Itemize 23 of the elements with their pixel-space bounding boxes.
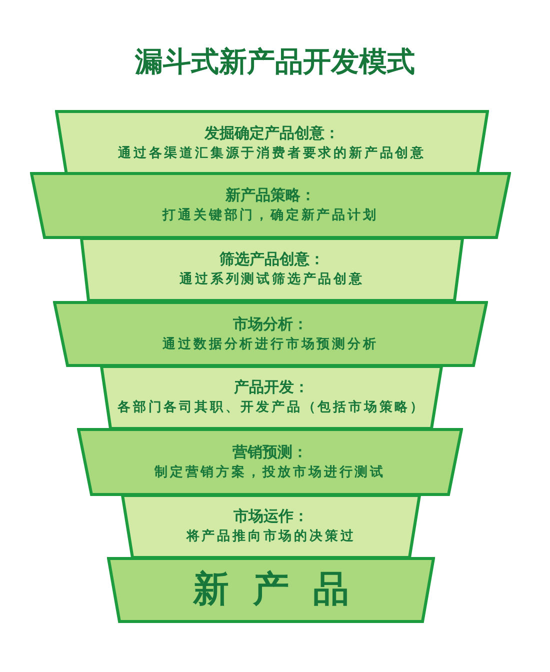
- stage-description: 通过各渠道汇集源于消费者要求的新产品创意: [118, 144, 426, 162]
- stage-heading: 营销预测：: [232, 442, 308, 462]
- diagram-title: 漏斗式新产品开发模式: [135, 44, 415, 80]
- funnel-stage: [107, 557, 435, 623]
- funnel-stage: [80, 237, 464, 302]
- stage-heading: 新产品策略：: [226, 186, 316, 205]
- stage-description: 打通关键部门，确定新产品计划: [162, 207, 378, 225]
- stage-description: 各部门各司其职、开发产品（包括市场策略）: [118, 399, 426, 417]
- stage-heading: 市场分析：: [233, 314, 308, 334]
- funnel-stage: [53, 301, 488, 367]
- stage-title: 新产品: [193, 569, 373, 611]
- stage-description: 将产品推向市场的决策过: [186, 528, 356, 546]
- stage-description: 制定营销方案，投放市场进行测试: [154, 464, 386, 482]
- stage-heading: 筛选产品创意：: [220, 250, 324, 269]
- funnel-stage: [121, 494, 421, 559]
- funnel-stage: [77, 428, 463, 496]
- funnel-stage: [30, 172, 511, 239]
- stage-heading: 发掘确定产品创意：: [204, 124, 340, 142]
- stage-heading: 市场运作：: [234, 507, 308, 526]
- funnel-stage: [100, 365, 443, 430]
- stage-description: 通过系列测试筛选产品创意: [180, 271, 364, 289]
- stage-description: 通过数据分析进行市场预测分析: [162, 336, 378, 354]
- stage-heading: 产品开发：: [234, 378, 309, 397]
